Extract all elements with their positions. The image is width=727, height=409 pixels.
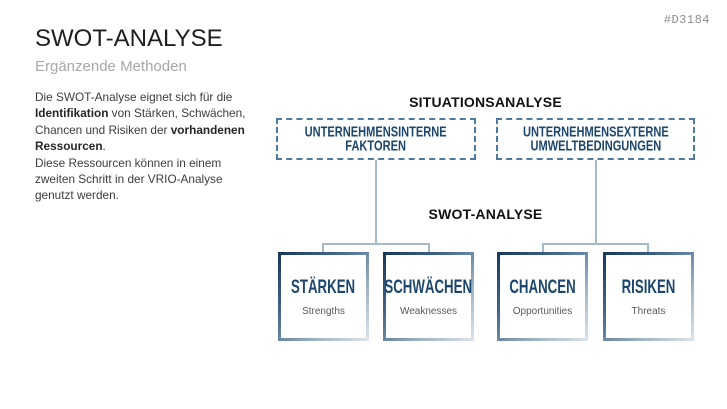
page-subtitle: Ergänzende Methoden	[35, 58, 187, 75]
quadrant-inner: RISIKEN Threats	[606, 255, 691, 338]
intro-seg: Diese Ressourcen können in einem zweiten…	[35, 155, 223, 203]
quadrant-title: RISIKEN	[621, 275, 676, 297]
slide-id-tag: #D3184	[663, 13, 710, 27]
connector-right-drop-1	[542, 243, 544, 252]
connector-right-drop-2	[647, 243, 649, 252]
quadrant-inner: SCHWÄCHEN Weaknesses	[384, 255, 473, 338]
intro-seg-bold: Identifikation	[35, 106, 109, 121]
input-box-label-line1: UNTERNEHMENSEXTERNE	[522, 122, 669, 140]
situationsanalyse-heading: SITUATIONSANALYSE	[409, 94, 562, 110]
intro-seg: Die SWOT-Analyse eignet sich für die	[35, 90, 233, 104]
quadrant-title: STÄRKEN	[291, 275, 356, 297]
quadrant-chancen: CHANCEN Opportunities	[497, 252, 588, 341]
connector-left-drop-2	[428, 243, 430, 252]
intro-seg-bold: vorhandenen Ressourcen	[35, 122, 245, 154]
input-box-interne-faktoren: UNTERNEHMENSINTERNE FAKTOREN	[276, 118, 476, 160]
connector-left-crossbar	[322, 243, 430, 245]
quadrant-staerken: STÄRKEN Strengths	[278, 252, 369, 341]
connector-right-crossbar	[542, 243, 649, 245]
page-title: SWOT-ANALYSE	[35, 25, 223, 52]
quadrant-title: SCHWÄCHEN	[384, 275, 473, 297]
connector-left-drop-1	[322, 243, 324, 252]
quadrant-subtitle: Opportunities	[512, 305, 573, 317]
input-box-label-line2: UMWELTBEDINGUNGEN	[530, 137, 661, 154]
connector-right-stem	[595, 160, 597, 245]
quadrant-schwaechen: SCHWÄCHEN Weaknesses	[383, 252, 474, 341]
quadrant-subtitle: Strengths	[302, 305, 345, 317]
quadrant-subtitle: Threats	[631, 305, 666, 317]
quadrant-subtitle: Weaknesses	[399, 305, 458, 317]
swot-analyse-heading: SWOT-ANALYSE	[428, 206, 543, 222]
intro-seg: von Stärken, Schwächen, Chancen und Risi…	[35, 106, 246, 137]
connector-left-stem	[375, 160, 377, 245]
quadrant-risiken: RISIKEN Threats	[603, 252, 694, 341]
intro-paragraph: Die SWOT-Analyse eignet sich für die Ide…	[35, 89, 251, 204]
intro-seg: .	[102, 139, 106, 154]
quadrant-inner: CHANCEN Opportunities	[500, 255, 585, 338]
input-box-label-line2: FAKTOREN	[345, 137, 407, 154]
input-box-label-line1: UNTERNEHMENSINTERNE	[304, 122, 448, 140]
input-box-externe-umweltbedingungen: UNTERNEHMENSEXTERNE UMWELTBEDINGUNGEN	[496, 118, 695, 160]
quadrant-inner: STÄRKEN Strengths	[281, 255, 366, 338]
quadrant-title: CHANCEN	[509, 275, 576, 297]
